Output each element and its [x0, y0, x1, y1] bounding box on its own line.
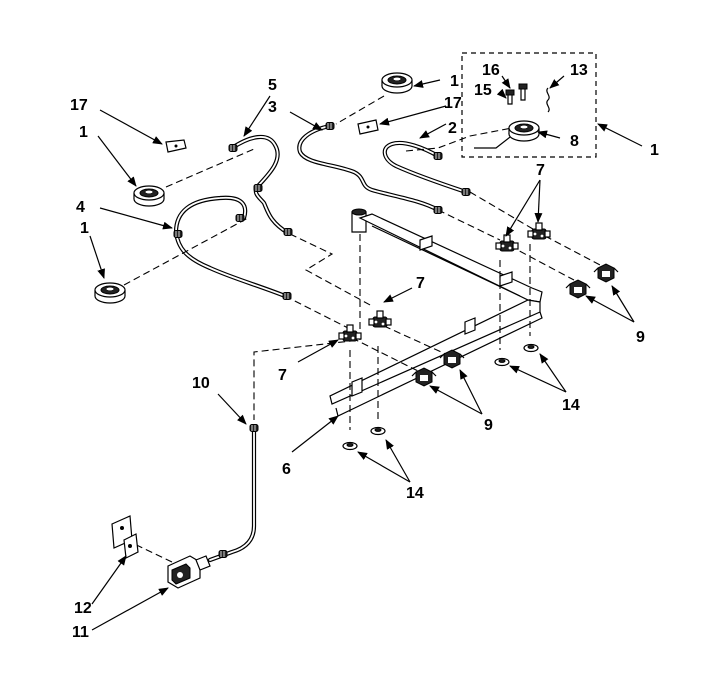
callout-labels: 1 1 1 1 2 3 4 5 6 7 7 7 8 9 9 10 11 12 1… — [70, 62, 659, 641]
inset-box — [461, 52, 597, 158]
callout-6: 6 — [282, 461, 291, 478]
callout-14: 14 — [562, 397, 580, 414]
callout-15: 15 — [474, 82, 492, 99]
callout-5: 5 — [268, 77, 277, 94]
callout-1: 1 — [650, 142, 659, 159]
callout-3: 3 — [268, 99, 277, 116]
burner-top-center — [381, 72, 413, 94]
regulator-bracket — [111, 515, 139, 559]
callout-16: 16 — [482, 62, 500, 79]
callout-7: 7 — [416, 275, 425, 292]
burner-left-lower — [94, 282, 126, 304]
callout-14: 14 — [406, 485, 424, 502]
callout-2: 2 — [448, 120, 457, 137]
bracket-17-left — [165, 139, 187, 153]
callout-7: 7 — [536, 162, 545, 179]
inset-screws — [505, 83, 550, 113]
screws — [342, 343, 539, 451]
burner-inset — [508, 120, 540, 142]
callout-17: 17 — [444, 95, 462, 112]
callout-17: 17 — [70, 97, 88, 114]
callout-10: 10 — [192, 375, 210, 392]
burner-left-upper — [133, 185, 165, 207]
callout-9: 9 — [484, 417, 493, 434]
tube-nuts — [173, 122, 471, 558]
callout-1: 1 — [79, 124, 88, 141]
callout-13: 13 — [570, 62, 588, 79]
callout-1: 1 — [450, 73, 459, 90]
bracket-17-right — [357, 119, 379, 135]
regulator — [167, 555, 211, 589]
gas-tubes — [173, 123, 469, 563]
callout-1: 1 — [80, 220, 89, 237]
manifold — [329, 208, 543, 417]
callout-12: 12 — [74, 600, 92, 617]
leader-arrows — [89, 75, 643, 631]
callout-4: 4 — [76, 199, 85, 216]
leader-dashes — [123, 95, 603, 563]
callout-8: 8 — [570, 133, 579, 150]
callout-9: 9 — [636, 329, 645, 346]
callout-7: 7 — [278, 367, 287, 384]
callout-11: 11 — [72, 624, 89, 641]
